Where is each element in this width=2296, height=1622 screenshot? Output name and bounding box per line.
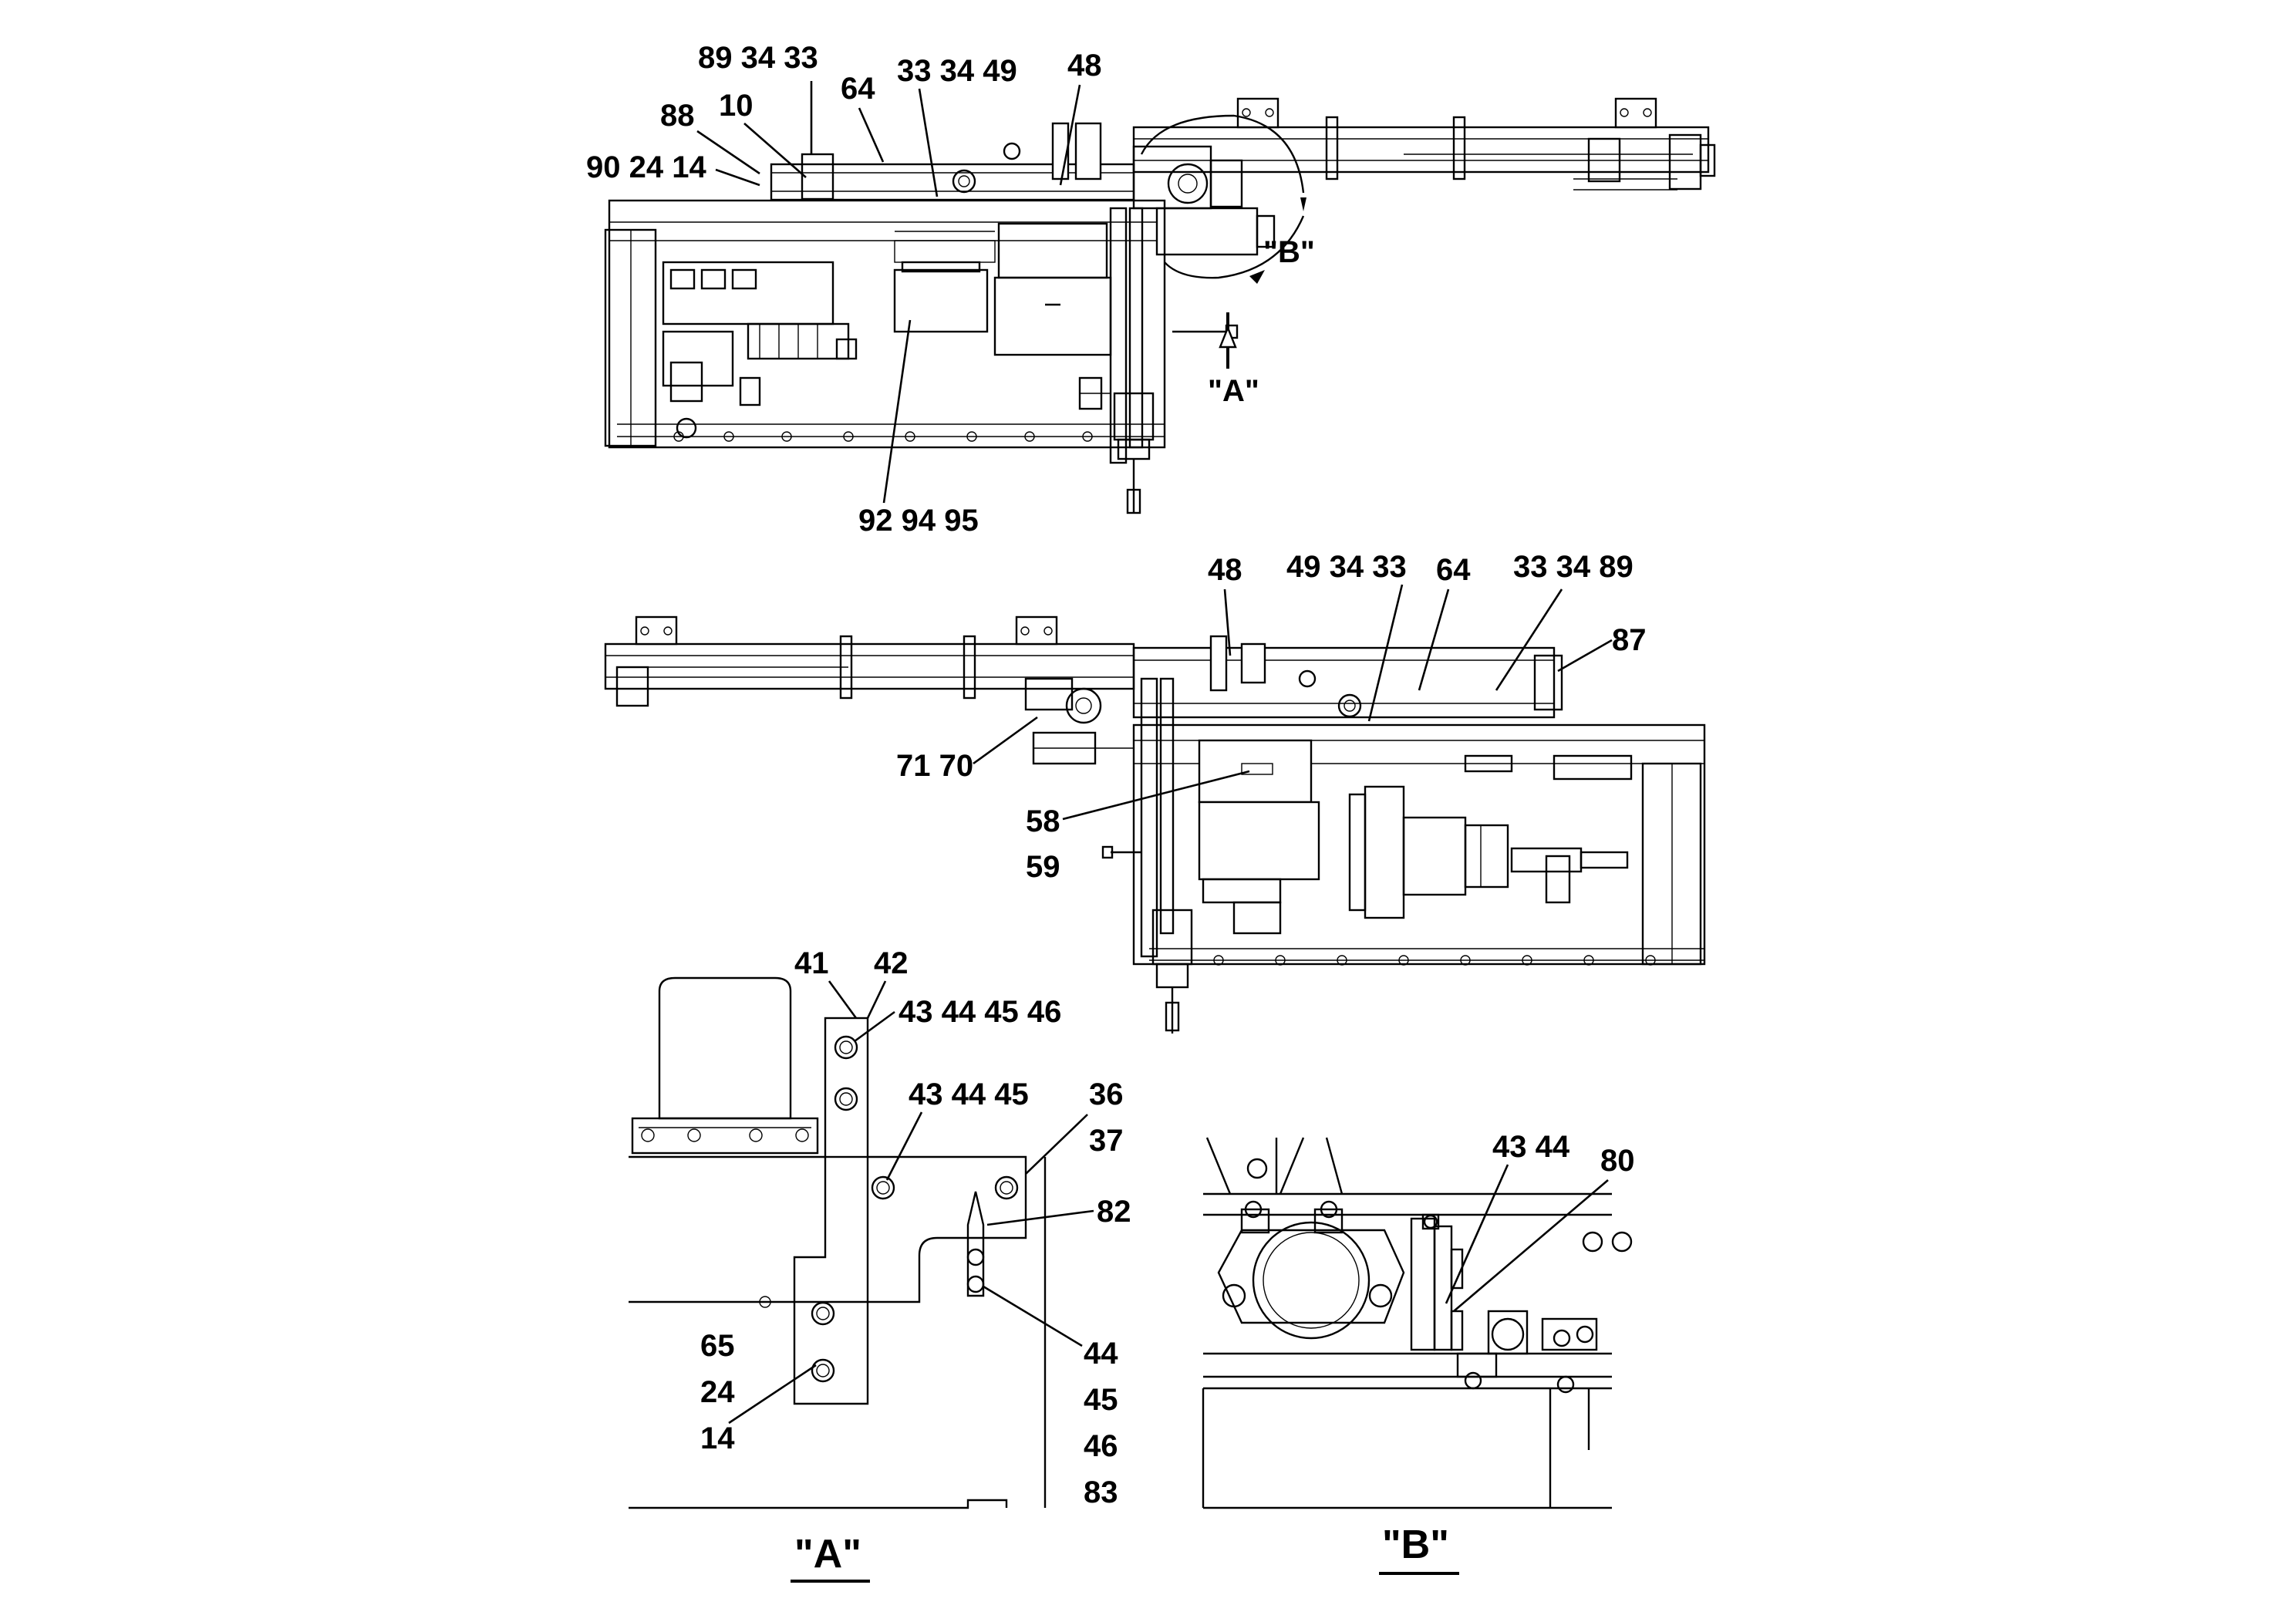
callout-58: 58 bbox=[1026, 804, 1060, 838]
callout-43-44-45-46: 43 44 45 46 bbox=[899, 995, 1061, 1029]
detail-a-view bbox=[629, 976, 1047, 1509]
callout-33-34-89: 33 34 89 bbox=[1513, 550, 1633, 584]
callout-B-view-marker: "B" bbox=[1263, 235, 1315, 269]
callout-45: 45 bbox=[1084, 1383, 1118, 1417]
callout-10: 10 bbox=[719, 89, 754, 123]
detail-b-title: "B" bbox=[1382, 1523, 1449, 1567]
top-view-assembly bbox=[604, 97, 1716, 514]
callout-83: 83 bbox=[1084, 1475, 1118, 1509]
callout-43-44-45: 43 44 45 bbox=[909, 1077, 1029, 1111]
callout-42: 42 bbox=[874, 946, 909, 980]
top-view-callouts: 89 34 33 64 33 34 49 48 88 10 90 24 14 "… bbox=[586, 41, 1315, 538]
callout-41: 41 bbox=[794, 946, 829, 980]
middle-view-assembly bbox=[604, 615, 1706, 1034]
callout-59: 59 bbox=[1026, 850, 1060, 884]
callout-65: 65 bbox=[700, 1329, 735, 1363]
top-bottom-rail-bolts bbox=[673, 431, 1093, 442]
callout-49-34-33: 49 34 33 bbox=[1286, 550, 1407, 584]
callout-24: 24 bbox=[700, 1375, 735, 1409]
callout-64: 64 bbox=[841, 72, 875, 106]
detail-a-callouts: 41 42 43 44 45 46 43 44 45 36 37 82 44 4… bbox=[700, 946, 1131, 1583]
detail-b-callouts: 43 44 80 "B" bbox=[1379, 1130, 1635, 1575]
callout-82: 82 bbox=[1097, 1195, 1131, 1229]
callout-48: 48 bbox=[1067, 49, 1102, 83]
callout-36: 36 bbox=[1089, 1077, 1124, 1111]
callout-64: 64 bbox=[1436, 553, 1471, 587]
callout-37: 37 bbox=[1089, 1124, 1124, 1158]
callout-87: 87 bbox=[1612, 623, 1647, 657]
callout-46: 46 bbox=[1084, 1429, 1118, 1463]
middle-view-callouts: 48 49 34 33 64 33 34 89 87 71 70 58 59 bbox=[896, 550, 1647, 884]
callout-33-34-49: 33 34 49 bbox=[897, 54, 1017, 88]
callout-43-44: 43 44 bbox=[1492, 1130, 1570, 1164]
callout-92-94-95: 92 94 95 bbox=[858, 504, 979, 538]
callout-71-70: 71 70 bbox=[896, 749, 973, 783]
callout-48: 48 bbox=[1208, 553, 1242, 587]
callout-14: 14 bbox=[700, 1421, 735, 1455]
callout-80: 80 bbox=[1600, 1144, 1635, 1178]
detail-b-view bbox=[1202, 1137, 1633, 1509]
detail-a-title: "A" bbox=[794, 1532, 861, 1576]
callout-89-34-33: 89 34 33 bbox=[698, 41, 818, 75]
callout-88: 88 bbox=[660, 99, 695, 133]
callout-90-24-14: 90 24 14 bbox=[586, 150, 706, 184]
callout-A-view-marker: "A" bbox=[1208, 374, 1259, 408]
callout-44: 44 bbox=[1084, 1337, 1118, 1371]
